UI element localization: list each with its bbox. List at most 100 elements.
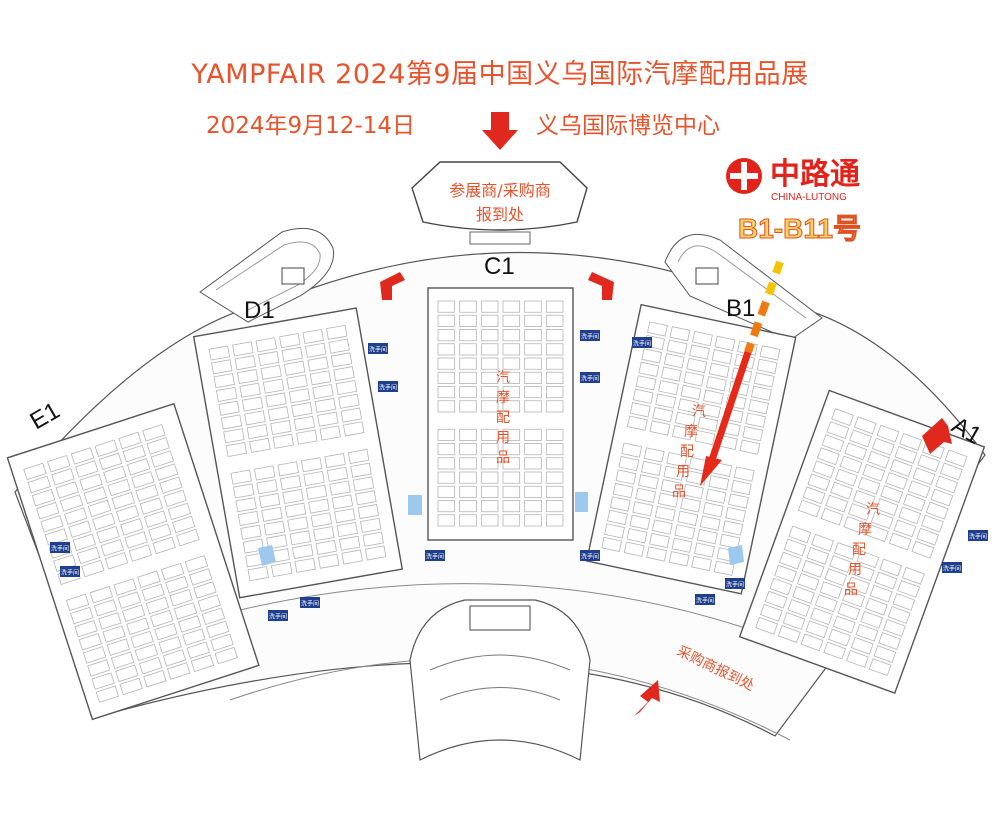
booth-block: [892, 592, 916, 611]
booth-block: [879, 558, 903, 577]
booth-block: [288, 388, 311, 404]
booth-block: [545, 428, 564, 441]
product-label-C1: 汽 摩 配 用 品: [496, 370, 510, 466]
booth-block: [282, 488, 304, 504]
booth-block: [660, 366, 682, 382]
booth-block: [524, 314, 542, 327]
booth-block: [357, 504, 380, 520]
booth-block: [95, 685, 120, 703]
booth-block: [102, 625, 126, 643]
booth-block: [876, 424, 900, 443]
booth-block: [336, 521, 358, 538]
booth-block: [680, 384, 702, 401]
booth-block: [201, 607, 226, 625]
booth-block: [271, 561, 293, 578]
booth-block: [480, 485, 499, 498]
booth-block: [160, 562, 185, 581]
booth-block: [618, 455, 640, 472]
booth-block: [459, 329, 477, 342]
booth-block: [258, 351, 280, 367]
booth-block: [796, 572, 820, 591]
booth-block: [437, 386, 456, 399]
booth-block: [829, 555, 852, 573]
booth-block: [459, 457, 477, 470]
booth-block: [774, 564, 797, 583]
booth-block: [524, 400, 542, 413]
booth-block: [260, 364, 282, 380]
concourse-inner: [239, 583, 781, 641]
booth-block: [308, 498, 330, 514]
booth-block: [107, 478, 131, 497]
booth-block: [93, 599, 118, 617]
booth-block: [825, 494, 849, 513]
top-registration-building: [411, 161, 588, 245]
booth-block: [787, 599, 811, 617]
arrow-down-icon: [482, 112, 518, 150]
ramp-left: [199, 227, 335, 323]
svg-text:用: 用: [496, 430, 510, 446]
booth-block: [733, 466, 755, 482]
booth-block: [725, 394, 747, 410]
booth-block: [694, 542, 715, 558]
hall-label-C1: C1: [484, 253, 515, 280]
booth-block: [674, 411, 696, 427]
booth-block: [113, 578, 137, 596]
booth-block: [480, 400, 499, 413]
company-logo: 中路通 CHINA-LUTONG B1-B11号: [726, 157, 861, 245]
booth-block: [502, 371, 521, 384]
route-to-booth: [700, 260, 784, 486]
booth-block: [834, 468, 858, 487]
booth-block: [242, 538, 265, 554]
booth-block: [182, 628, 206, 646]
booth-block: [652, 406, 674, 423]
booth-block: [691, 555, 713, 572]
washroom-label: 洗手间: [726, 581, 744, 589]
booth-block: [178, 615, 202, 633]
booth-block: [51, 468, 75, 486]
booth-block: [55, 481, 79, 499]
booth-block: [338, 393, 360, 409]
booth-block: [524, 357, 542, 370]
booth-block: [800, 633, 824, 652]
booth-block: [502, 471, 521, 484]
booth-block: [862, 463, 886, 482]
booth-block: [627, 415, 648, 431]
booth-block: [502, 485, 521, 498]
booth-block: [524, 485, 542, 498]
booth-block: [545, 400, 564, 413]
booth-block: [165, 575, 189, 594]
booth-block: [480, 471, 499, 484]
booth-block: [459, 428, 477, 441]
booth-block: [849, 429, 872, 448]
booth-block: [279, 333, 301, 349]
booth-block: [545, 471, 564, 484]
booth-block: [686, 357, 708, 374]
booth-block: [875, 498, 899, 516]
booth-block: [360, 517, 382, 533]
booth-block: [300, 457, 323, 473]
page-title: YAMPFAIR 2024第9届中国义乌国际汽摩配用品展: [191, 59, 809, 90]
booth-block: [897, 579, 921, 598]
booth-block: [329, 480, 351, 496]
booth-block: [874, 571, 898, 590]
booth-block: [697, 416, 719, 432]
booth-block: [764, 590, 788, 609]
booth-block: [333, 366, 355, 382]
booth-block: [284, 502, 307, 518]
water-area-2: [408, 495, 422, 515]
booth-block: [842, 589, 866, 608]
registration-label-line2: 报到处: [476, 205, 524, 224]
booth-block: [502, 329, 521, 342]
washroom-label: 洗手间: [581, 553, 599, 561]
hall-B1: [585, 303, 797, 595]
booth-block: [646, 546, 668, 562]
booth-block: [68, 520, 92, 538]
booth-block: [850, 636, 874, 655]
booth-block: [672, 425, 693, 441]
booth-block: [671, 537, 693, 553]
booth-block: [612, 482, 634, 499]
booth-block: [524, 500, 542, 513]
booth-block: [176, 528, 200, 547]
booth-block: [437, 428, 456, 441]
booth-block: [70, 606, 94, 625]
